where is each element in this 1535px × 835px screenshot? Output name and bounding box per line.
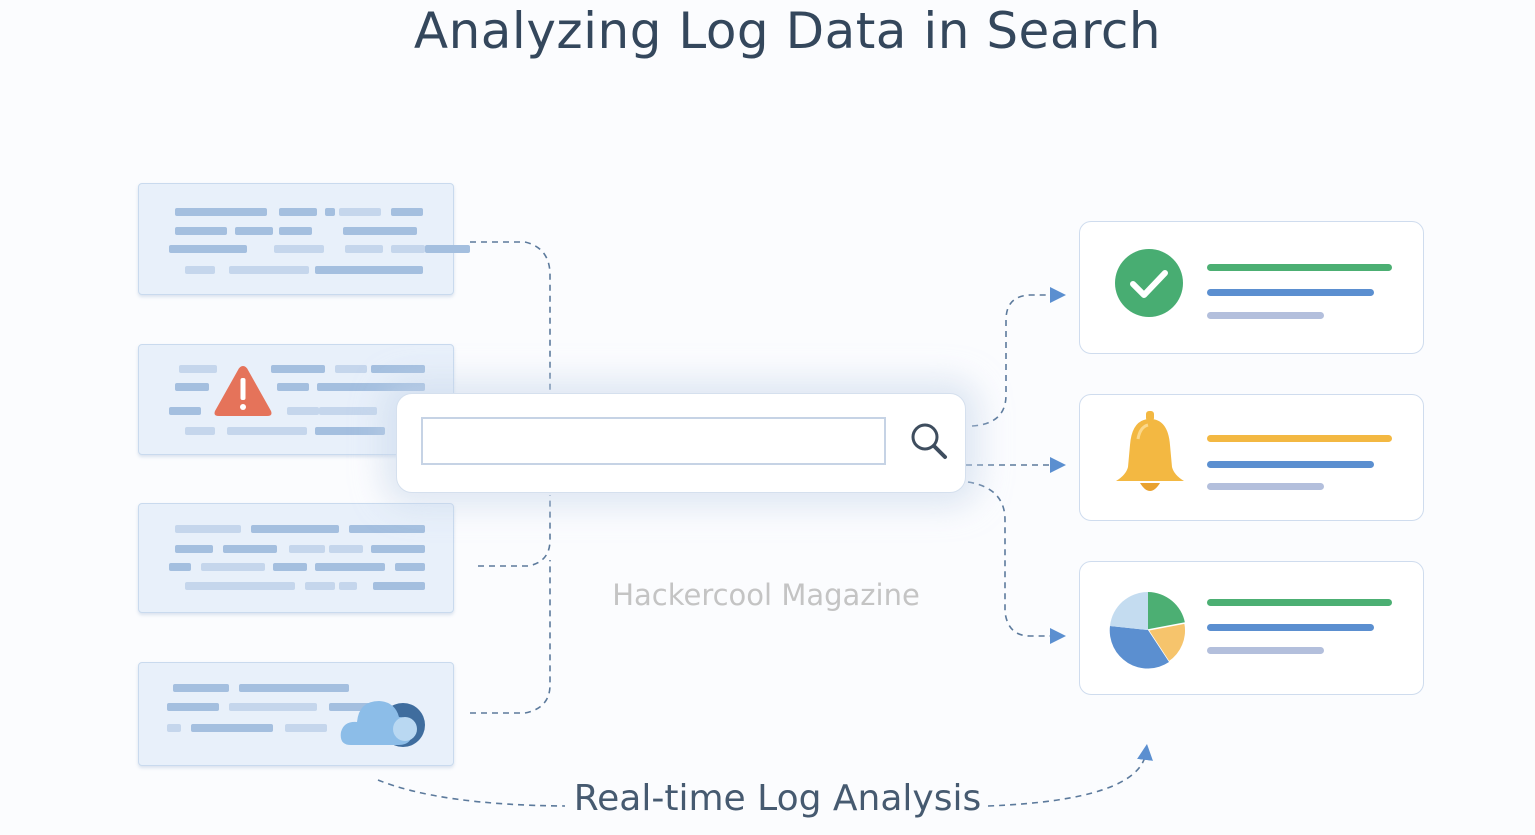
result-bar — [1207, 312, 1324, 319]
log-line-bar — [229, 703, 317, 711]
result-bar — [1207, 599, 1392, 606]
log-line-bar — [287, 407, 319, 415]
log-card-cloud — [138, 662, 454, 766]
log-line-bar — [289, 545, 325, 553]
log-line-bar — [377, 227, 417, 235]
log-line-bar — [315, 427, 385, 435]
log-line-bar — [317, 383, 425, 391]
log-line-bar — [235, 227, 273, 235]
connector-out-3 — [967, 481, 1066, 644]
log-line-bar — [277, 383, 309, 391]
result-success — [1079, 221, 1424, 354]
search-button[interactable] — [907, 420, 951, 464]
connector-4 — [470, 560, 551, 714]
result-bar — [1207, 435, 1392, 442]
log-line-bar — [175, 383, 209, 391]
log-line-bar — [201, 563, 265, 571]
log-line-bar — [339, 208, 381, 216]
log-line-bar — [285, 724, 327, 732]
bell-icon — [1116, 411, 1184, 491]
search-icon — [911, 423, 947, 459]
result-bar — [1207, 264, 1392, 271]
log-line-bar — [329, 703, 371, 711]
log-line-bar — [239, 684, 349, 692]
log-line-bar — [319, 407, 377, 415]
caption-curve-left — [377, 779, 566, 807]
log-line-bar — [349, 525, 425, 533]
connector-3 — [478, 495, 551, 567]
pie-chart-icon — [1109, 591, 1187, 669]
log-line-bar — [191, 724, 273, 732]
log-line-bar — [335, 365, 367, 373]
caption: Real-time Log Analysis — [573, 778, 982, 819]
log-line-bar — [395, 563, 425, 571]
log-line-bar — [185, 266, 215, 274]
warning-icon — [214, 366, 272, 416]
log-line-bar — [271, 365, 325, 373]
result-bar — [1207, 289, 1374, 296]
search-input[interactable] — [421, 417, 886, 465]
result-bar — [1207, 461, 1374, 468]
result-bar — [1207, 624, 1374, 631]
watermark: Hackercool Magazine — [612, 578, 920, 612]
log-line-bar — [279, 208, 317, 216]
log-line-bar — [273, 563, 307, 571]
log-line-bar — [175, 227, 227, 235]
log-line-bar — [391, 208, 423, 216]
log-line-bar — [391, 245, 425, 253]
log-card-1 — [138, 183, 470, 295]
log-line-bar — [279, 227, 312, 235]
connector-out-1 — [971, 287, 1066, 427]
log-line-bar — [173, 684, 229, 692]
log-line-bar — [325, 208, 335, 216]
log-line-bar — [345, 245, 383, 253]
page-title: Analyzing Log Data in Search — [413, 2, 1162, 60]
log-line-bar — [339, 582, 357, 590]
cloud-icon — [340, 701, 425, 747]
search-box — [396, 393, 966, 493]
log-line-bar — [167, 724, 181, 732]
log-line-bar — [169, 407, 201, 415]
log-line-bar — [371, 365, 425, 373]
log-line-bar — [315, 266, 423, 274]
log-line-bar — [167, 703, 219, 711]
check-circle-icon — [1115, 249, 1183, 317]
result-analytics — [1079, 561, 1424, 695]
result-alert — [1079, 394, 1424, 521]
log-line-bar — [274, 245, 324, 253]
log-line-bar — [315, 563, 385, 571]
log-line-bar — [425, 245, 470, 253]
log-card-3 — [138, 503, 454, 613]
log-line-bar — [373, 582, 425, 590]
log-line-bar — [169, 563, 191, 571]
caption-curve-right — [987, 744, 1153, 807]
log-line-bar — [229, 266, 309, 274]
log-line-bar — [343, 227, 385, 235]
log-line-bar — [175, 208, 267, 216]
log-line-bar — [371, 545, 425, 553]
log-line-bar — [175, 525, 241, 533]
log-line-bar — [251, 525, 339, 533]
connector-1 — [470, 241, 551, 392]
result-bar — [1207, 647, 1324, 654]
log-line-bar — [185, 582, 295, 590]
log-line-bar — [169, 245, 247, 253]
result-bar — [1207, 483, 1324, 490]
log-line-bar — [227, 427, 307, 435]
log-line-bar — [329, 545, 363, 553]
log-line-bar — [185, 427, 215, 435]
log-line-bar — [179, 365, 217, 373]
log-line-bar — [223, 545, 277, 553]
log-line-bar — [305, 582, 335, 590]
log-line-bar — [175, 545, 213, 553]
